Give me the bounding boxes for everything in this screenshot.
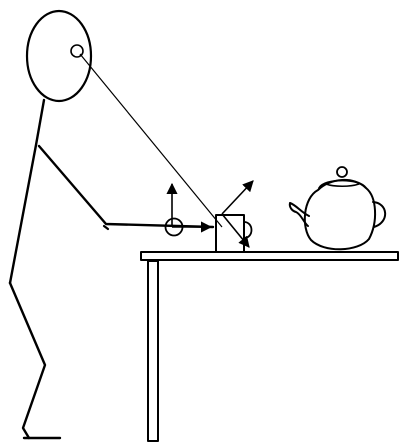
gaze-ray — [79, 53, 223, 228]
teapot — [288, 166, 387, 251]
person-leg — [8, 281, 47, 440]
person-eye — [70, 44, 84, 58]
teapot-lid — [318, 179, 367, 189]
table-top — [140, 251, 399, 261]
person-head — [25, 9, 93, 103]
mug-frame — [221, 180, 254, 248]
teapot-body — [303, 179, 376, 251]
mug-frame-axis-b — [221, 213, 250, 248]
mug-frame-axis-a — [221, 180, 254, 215]
teapot-handle — [372, 201, 387, 228]
mug-body — [215, 214, 245, 253]
teapot-knob — [336, 166, 348, 178]
teapot-spout — [288, 202, 310, 227]
mug-handle — [243, 221, 253, 239]
person-arm — [37, 144, 215, 229]
table-leg — [147, 260, 159, 442]
teapot-lid-rim — [325, 183, 360, 188]
person-figure — [8, 9, 215, 440]
mug — [215, 214, 253, 253]
person-torso — [8, 98, 46, 285]
person-hand-tip — [102, 224, 110, 231]
table — [140, 251, 399, 442]
hand-frame — [164, 182, 213, 237]
